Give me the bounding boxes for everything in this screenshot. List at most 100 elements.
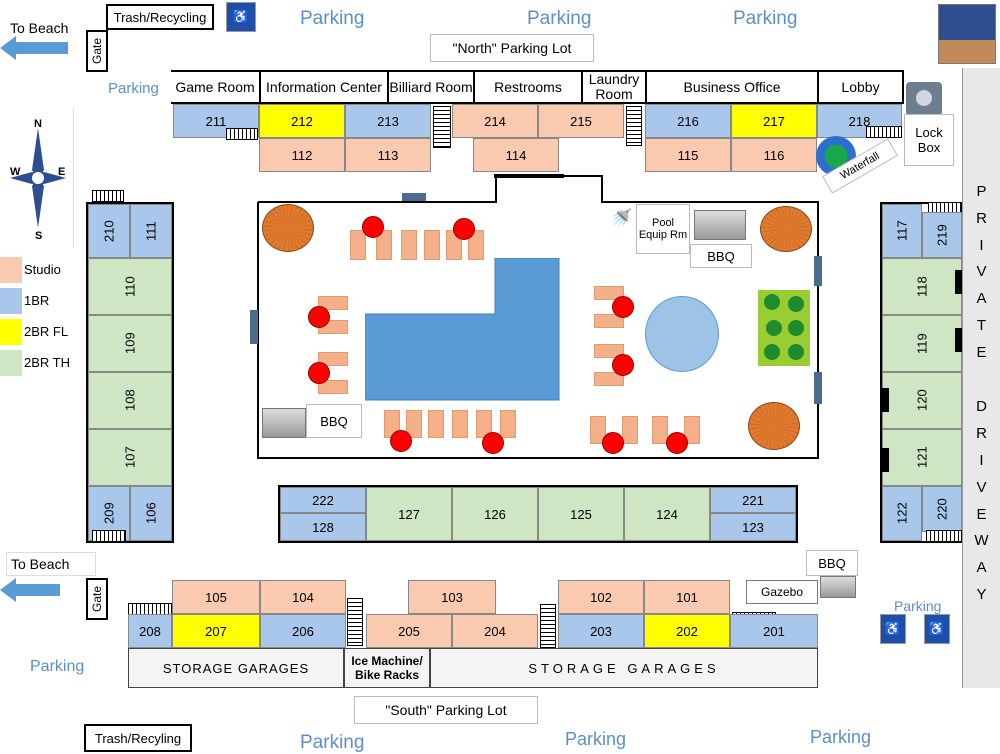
lounge-chair <box>318 380 348 394</box>
unit-110: 110 <box>88 258 172 315</box>
unit-126: 126 <box>452 487 538 541</box>
grill-icon <box>820 576 856 598</box>
unit-128: 128 <box>280 513 366 541</box>
unit-116: 116 <box>731 138 817 172</box>
gazebo-label: Gazebo <box>746 580 818 604</box>
shower-icon: 🚿 <box>610 208 633 228</box>
pool-equipment-room: Pool Equip Rm <box>636 204 690 254</box>
unit-120: 120 <box>882 372 962 429</box>
unit-218: 218 <box>817 104 902 138</box>
unit-219: 219 <box>922 212 962 258</box>
legend-item: 2BR FL <box>0 316 76 347</box>
gate: Gate <box>86 30 108 72</box>
header-information-center: Information Center <box>259 72 387 102</box>
lounge-chair <box>350 230 366 260</box>
unit-222: 222 <box>280 487 366 513</box>
door <box>402 193 426 201</box>
swimming-pool <box>365 258 560 401</box>
umbrella-icon <box>262 204 314 252</box>
south-parking-lot-label: "South" Parking Lot <box>354 696 538 724</box>
lounge-chair <box>406 410 422 438</box>
umbrella-icon <box>760 206 812 252</box>
storage-garages: STORAGE GARAGES <box>430 648 818 688</box>
header-laundry-room: Laundry Room <box>581 72 645 102</box>
stairs <box>92 530 126 542</box>
stairs <box>626 106 642 146</box>
parking-label: Parking <box>894 598 942 614</box>
table-icon <box>308 362 330 384</box>
bbq-label: BBQ <box>306 404 362 438</box>
to-beach-label: To Beach <box>6 552 96 576</box>
unit-121: 121 <box>882 429 962 486</box>
unit-220: 220 <box>922 486 962 532</box>
header-business-office: Business Office <box>645 72 817 102</box>
unit-102: 102 <box>558 580 644 614</box>
pool-area <box>257 174 819 459</box>
lounge-chair <box>452 410 468 438</box>
plant-bed <box>758 290 810 366</box>
unit-212: 212 <box>259 104 345 138</box>
header-lobby: Lobby <box>817 72 902 102</box>
parking-label: Parking <box>30 658 85 675</box>
unit-123: 123 <box>710 513 796 541</box>
lounge-chair <box>594 314 624 328</box>
unit-125: 125 <box>538 487 624 541</box>
lounge-chair <box>318 296 348 310</box>
unit-207: 207 <box>172 614 260 648</box>
door <box>882 448 889 472</box>
unit-208: 208 <box>128 614 172 648</box>
unit-217: 217 <box>731 104 817 138</box>
unit-111: 111 <box>130 204 172 258</box>
parking-label: Parking <box>108 80 159 97</box>
unit-104: 104 <box>260 580 346 614</box>
unit-106: 106 <box>130 486 172 541</box>
parking-label: Parking <box>733 8 798 29</box>
door <box>955 270 962 294</box>
compass-s: S <box>35 230 43 242</box>
stairs <box>866 126 902 138</box>
stairs <box>226 128 258 140</box>
bbq-label: BBQ <box>690 244 752 268</box>
lounge-chair <box>590 416 606 444</box>
door <box>250 310 258 344</box>
lounge-chair <box>652 416 668 444</box>
unit-122: 122 <box>882 486 922 541</box>
legend-item: Studio <box>0 254 76 285</box>
unit-105: 105 <box>172 580 260 614</box>
legend: Studio 1BR 2BR FL 2BR TH <box>0 254 76 378</box>
unit-101: 101 <box>644 580 730 614</box>
parking-label: Parking <box>565 729 627 749</box>
table-icon <box>390 430 412 452</box>
compass-w: W <box>10 166 21 178</box>
stairs <box>92 190 124 202</box>
table-icon <box>453 218 475 240</box>
legend-item: 2BR TH <box>0 347 76 378</box>
grill-icon <box>694 210 746 240</box>
table-icon <box>362 216 384 238</box>
unit-119: 119 <box>882 315 962 372</box>
arrow-left-icon <box>0 578 60 602</box>
unit-206: 206 <box>260 614 346 648</box>
unit-204: 204 <box>452 614 538 648</box>
lounge-chair <box>401 230 417 260</box>
unit-124: 124 <box>624 487 710 541</box>
door <box>882 388 889 412</box>
unit-108: 108 <box>88 372 172 429</box>
parking-label: Parking <box>300 8 365 29</box>
arrow-left-icon <box>0 36 68 60</box>
bbq-label: BBQ <box>806 550 858 576</box>
unit-213: 213 <box>345 104 431 138</box>
unit-210: 210 <box>88 204 130 258</box>
unit-201: 201 <box>730 614 818 648</box>
parking-label: Parking <box>810 727 872 747</box>
unit-114: 114 <box>473 138 559 172</box>
unit-109: 109 <box>88 315 172 372</box>
lounge-chair <box>622 416 638 444</box>
storage-garages: STORAGE GARAGES <box>128 648 344 688</box>
unit-107: 107 <box>88 429 172 486</box>
lounge-chair <box>500 410 516 438</box>
lounge-chair <box>684 416 700 444</box>
header-restrooms: Restrooms <box>473 72 581 102</box>
compass-e: E <box>58 166 66 178</box>
